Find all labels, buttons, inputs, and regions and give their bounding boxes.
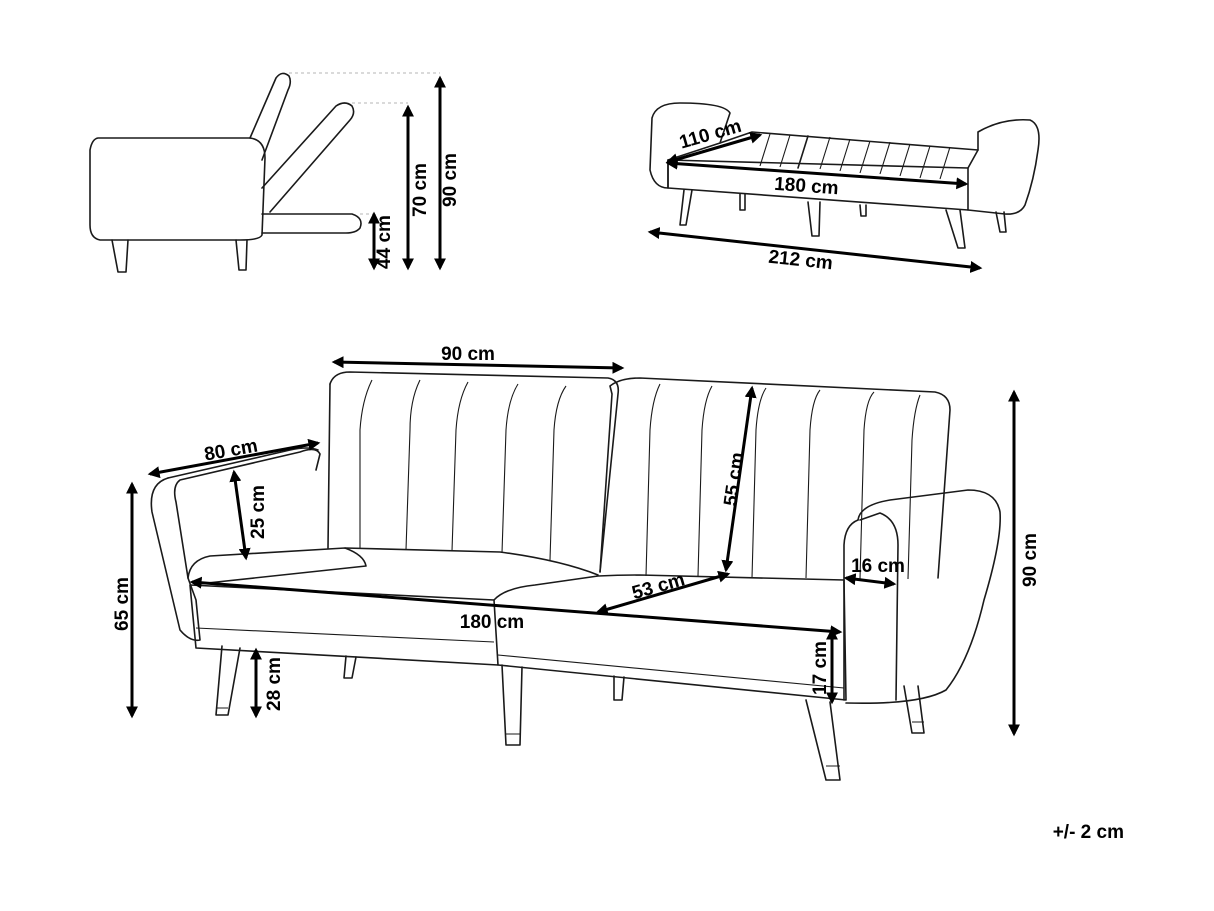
dimension-main-arm-height-65: 65 cm (112, 481, 138, 719)
label-main-25: 25 cm (248, 485, 269, 539)
label-side-90: 90 cm (440, 153, 461, 207)
label-main-17: 17 cm (810, 641, 831, 695)
dimension-main-total-height-90: 90 cm (1008, 389, 1041, 737)
dimension-main-armrest-width-16: 16 cm (843, 556, 905, 589)
tolerance-note: +/- 2 cm (1052, 822, 1124, 843)
dimension-main-base-17: 17 cm (810, 627, 838, 705)
dimension-main-seat-length-180: 180 cm (189, 576, 843, 638)
dimension-bed-width-212: 212 cm (647, 227, 983, 274)
label-main-28: 28 cm (264, 657, 285, 711)
dimension-main-leg-28: 28 cm (250, 647, 285, 719)
label-bed-180: 180 cm (774, 174, 840, 199)
label-main-16: 16 cm (851, 556, 905, 577)
label-main-90-height: 90 cm (1020, 533, 1041, 587)
label-side-70: 70 cm (410, 163, 431, 217)
dimension-bed-length-180: 180 cm (665, 157, 969, 199)
dimension-side-height-90: 90 cm (434, 75, 461, 271)
dimension-side-height-44: 44 cm (368, 211, 395, 271)
label-main-90-width: 90 cm (441, 344, 495, 365)
label-main-180: 180 cm (460, 612, 524, 633)
dimension-main-depth-80: 80 cm (147, 436, 321, 479)
label-main-55: 55 cm (720, 451, 748, 507)
dimension-main-backrest-55: 55 cm (720, 385, 757, 573)
label-main-65: 65 cm (112, 577, 133, 631)
label-bed-110: 110 cm (677, 116, 744, 154)
dimension-main-armrest-25: 25 cm (229, 469, 269, 561)
dimension-main-backrest-width-90: 90 cm (331, 344, 625, 374)
dimension-side-height-70: 70 cm (402, 104, 431, 271)
label-side-44: 44 cm (374, 215, 395, 269)
side-view-sofa (89, 72, 440, 273)
label-main-80: 80 cm (203, 436, 260, 466)
